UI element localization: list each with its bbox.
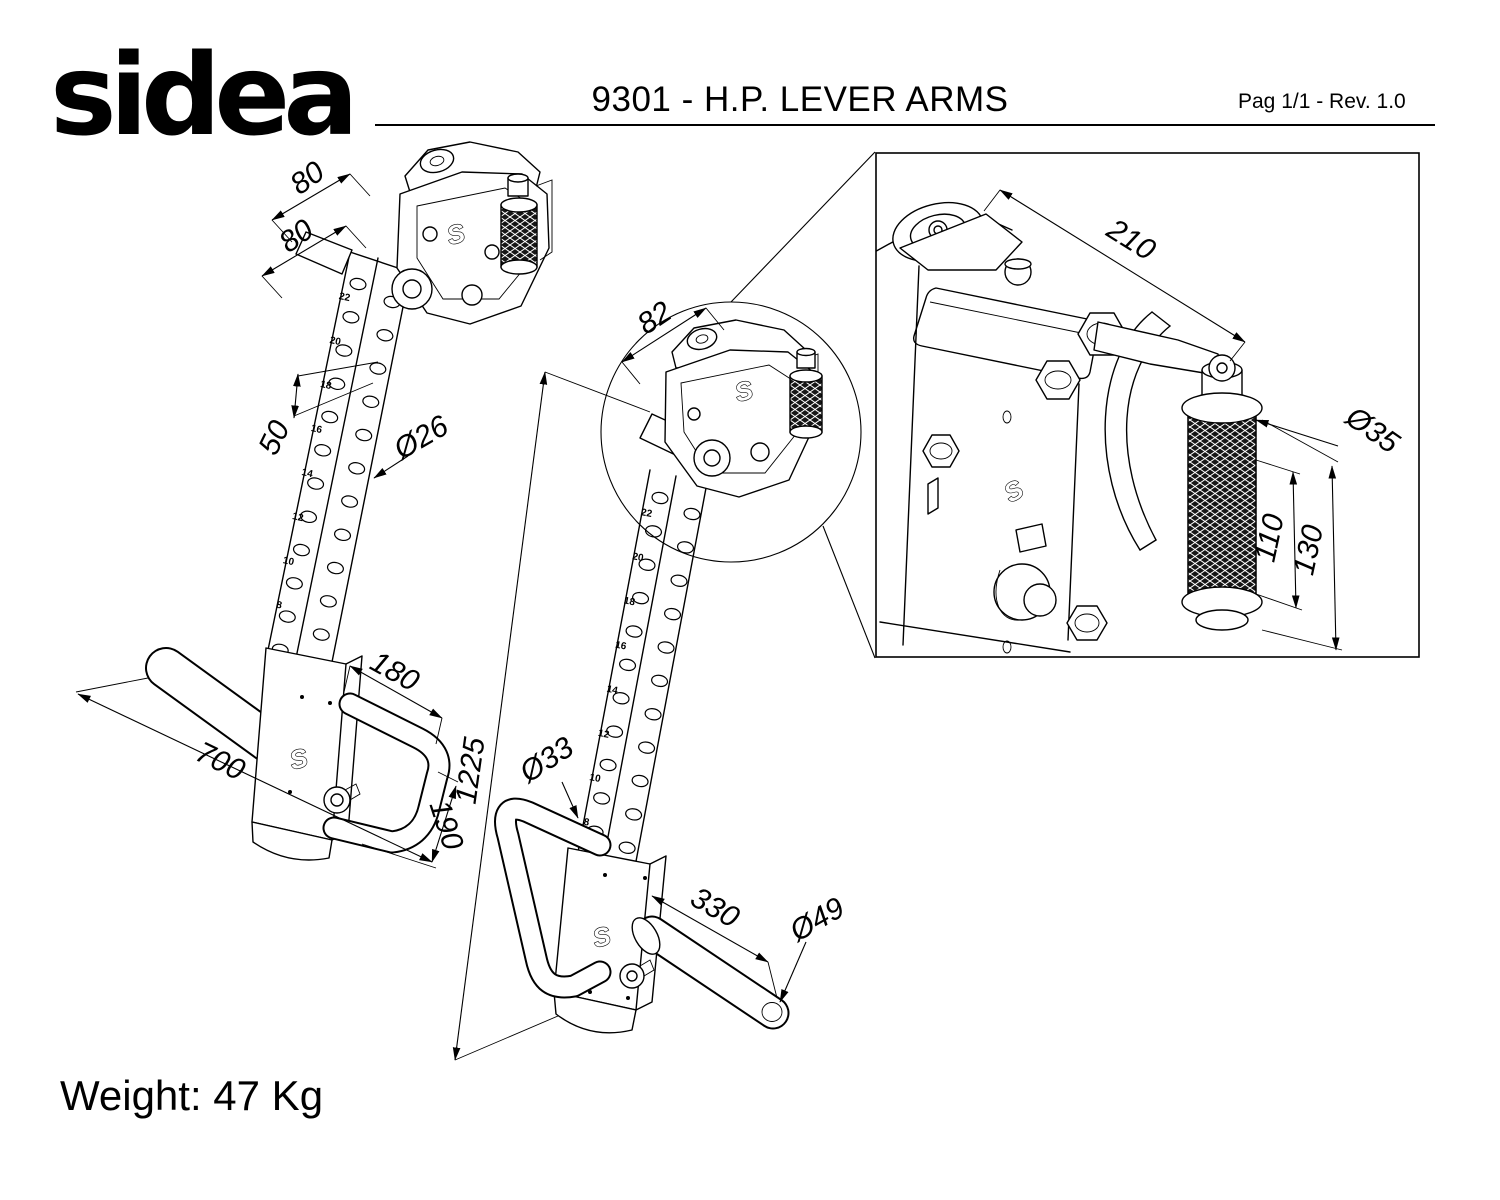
hole-number: 8 <box>583 817 591 829</box>
detail-roller-grip <box>1187 407 1257 599</box>
hole-number: 20 <box>631 551 644 564</box>
detail-leader-bottom <box>822 525 876 659</box>
hole-number: 16 <box>310 423 324 436</box>
dim-middle-total-length: 1225 <box>450 735 492 806</box>
page-title: 9301 - H.P. LEVER ARMS <box>591 80 1009 119</box>
hole-number: 12 <box>291 511 305 524</box>
hole-number: 16 <box>614 640 627 653</box>
hole-number: 14 <box>301 467 315 480</box>
dim-detail-roller-diameter: Ø35 <box>1339 400 1405 460</box>
detail-content: S <box>876 201 1263 654</box>
page-revision-info: Pag 1/1 - Rev. 1.0 <box>1238 90 1406 113</box>
dim-left-handle-width: 180 <box>365 645 425 698</box>
left-arm-column: 22 20 18 16 14 12 10 8 <box>267 251 411 676</box>
dim-left-top-width: 80 <box>284 155 331 201</box>
hole-number: 10 <box>588 772 601 785</box>
dim-middle-bar-length: 330 <box>685 881 745 935</box>
dim-left-hole-spacing: 50 <box>252 415 296 460</box>
hole-number: 20 <box>329 335 343 348</box>
left-roller-grip <box>500 173 538 275</box>
detail-leader-top <box>730 151 876 303</box>
detail-box <box>875 152 1420 658</box>
dim-detail-head-width: 210 <box>1100 212 1161 267</box>
hole-number: 18 <box>319 379 333 392</box>
hole-number: 12 <box>597 728 610 741</box>
middle-head-assembly: S <box>664 319 823 498</box>
dim-middle-top-width: 82 <box>632 295 678 341</box>
middle-lock-pin <box>619 959 655 989</box>
header-divider <box>375 124 1435 126</box>
dim-middle-handle-tube: Ø33 <box>513 731 580 790</box>
hole-number: 14 <box>606 684 619 697</box>
left-head-assembly: S <box>391 141 553 325</box>
hole-number: 10 <box>282 555 296 568</box>
dim-left-handle-depth: 190 <box>423 796 470 854</box>
middle-roller-grip <box>789 347 823 439</box>
hole-number: 22 <box>338 291 352 304</box>
middle-arm-column: 22 20 18 16 14 12 10 8 <box>577 469 707 889</box>
sidea-s-mark: S <box>998 473 1029 508</box>
weight-label: Weight: 47 Kg <box>60 1072 324 1119</box>
hole-number: 22 <box>640 507 653 520</box>
hole-number: 18 <box>623 595 636 608</box>
hole-number: 8 <box>275 600 283 612</box>
sidea-logo: sidea <box>50 31 359 161</box>
dim-left-hole-diameter: Ø26 <box>388 409 455 467</box>
dim-middle-bar-diameter: Ø49 <box>784 891 851 949</box>
left-long-bar <box>145 647 289 763</box>
